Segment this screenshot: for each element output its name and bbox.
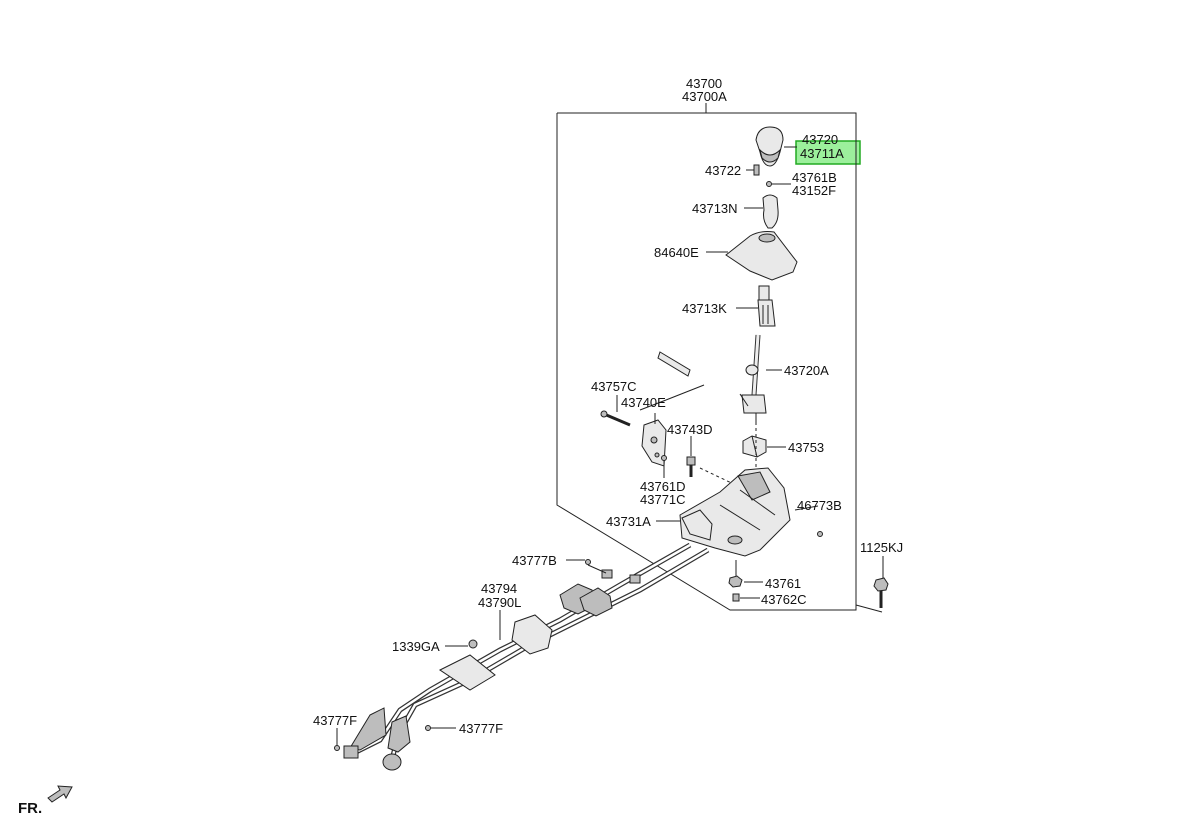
label-43720a[interactable]: 43720A bbox=[784, 363, 829, 378]
clip-43762c[interactable] bbox=[732, 593, 740, 602]
label-43743d[interactable]: 43743D bbox=[667, 422, 713, 437]
label-43790l[interactable]: 43790L bbox=[478, 595, 521, 610]
highlight-box-43711a[interactable] bbox=[795, 140, 861, 165]
lever-43720a[interactable] bbox=[739, 334, 767, 425]
label-43757c[interactable]: 43757C bbox=[591, 379, 637, 394]
label-43761[interactable]: 43761 bbox=[765, 576, 801, 591]
base-43731a[interactable] bbox=[679, 467, 791, 557]
boot-43713n[interactable] bbox=[762, 194, 779, 229]
front-direction-label: FR. bbox=[18, 800, 42, 817]
label-84640e[interactable]: 84640E bbox=[654, 245, 699, 260]
bolt-43757c[interactable] bbox=[600, 410, 631, 427]
clip-43777f-left[interactable] bbox=[334, 745, 340, 751]
bolt-1125kj[interactable] bbox=[873, 577, 889, 608]
label-43720[interactable]: 43720 bbox=[802, 132, 838, 147]
label-1339ga[interactable]: 1339GA bbox=[392, 639, 440, 654]
assembly-frame bbox=[556, 103, 883, 613]
block-43753[interactable] bbox=[742, 435, 767, 458]
bushing-43713k[interactable] bbox=[757, 285, 776, 327]
clip-43777f-right[interactable] bbox=[425, 725, 431, 731]
cable-adjuster-43794[interactable] bbox=[559, 569, 641, 617]
nut-43761[interactable] bbox=[728, 575, 743, 588]
label-43777f-left[interactable]: 43777F bbox=[313, 713, 357, 728]
label-43761b[interactable]: 43761B bbox=[792, 170, 837, 185]
label-43777b[interactable]: 43777B bbox=[512, 553, 557, 568]
cable-bracket[interactable] bbox=[439, 639, 496, 691]
label-43152f[interactable]: 43152F bbox=[792, 183, 836, 198]
pin-43761b[interactable] bbox=[766, 181, 772, 187]
cable-grommet[interactable] bbox=[511, 614, 553, 655]
shift-knob[interactable] bbox=[755, 126, 784, 167]
label-43731a[interactable]: 43731A bbox=[606, 514, 651, 529]
front-arrow-icon bbox=[47, 785, 73, 803]
label-43740e[interactable]: 43740E bbox=[621, 395, 666, 410]
label-43722[interactable]: 43722 bbox=[705, 163, 741, 178]
pin-46773b[interactable] bbox=[817, 531, 823, 537]
label-43700a[interactable]: 43700A bbox=[682, 89, 727, 104]
cable-end-left[interactable] bbox=[343, 707, 387, 759]
cable-end-right[interactable] bbox=[382, 715, 411, 771]
label-43713n[interactable]: 43713N bbox=[692, 201, 738, 216]
bolt-43743d[interactable] bbox=[686, 456, 696, 477]
spring-43722[interactable] bbox=[753, 164, 760, 176]
label-43700[interactable]: 43700 bbox=[686, 76, 722, 91]
label-43794[interactable]: 43794 bbox=[481, 581, 517, 596]
label-43762c[interactable]: 43762C bbox=[761, 592, 807, 607]
pin-43761d[interactable] bbox=[661, 455, 667, 461]
clip-43777b[interactable] bbox=[585, 559, 591, 565]
label-43713k[interactable]: 43713K bbox=[682, 301, 727, 316]
label-1125kj[interactable]: 1125KJ bbox=[860, 540, 903, 555]
label-46773b[interactable]: 46773B bbox=[797, 498, 842, 513]
label-43761d[interactable]: 43761D bbox=[640, 479, 686, 494]
cover-84640e[interactable] bbox=[725, 231, 798, 281]
label-43711a[interactable]: 43711A bbox=[800, 146, 844, 161]
label-43753[interactable]: 43753 bbox=[788, 440, 824, 455]
label-43771c[interactable]: 43771C bbox=[640, 492, 686, 507]
label-43777f-right[interactable]: 43777F bbox=[459, 721, 503, 736]
